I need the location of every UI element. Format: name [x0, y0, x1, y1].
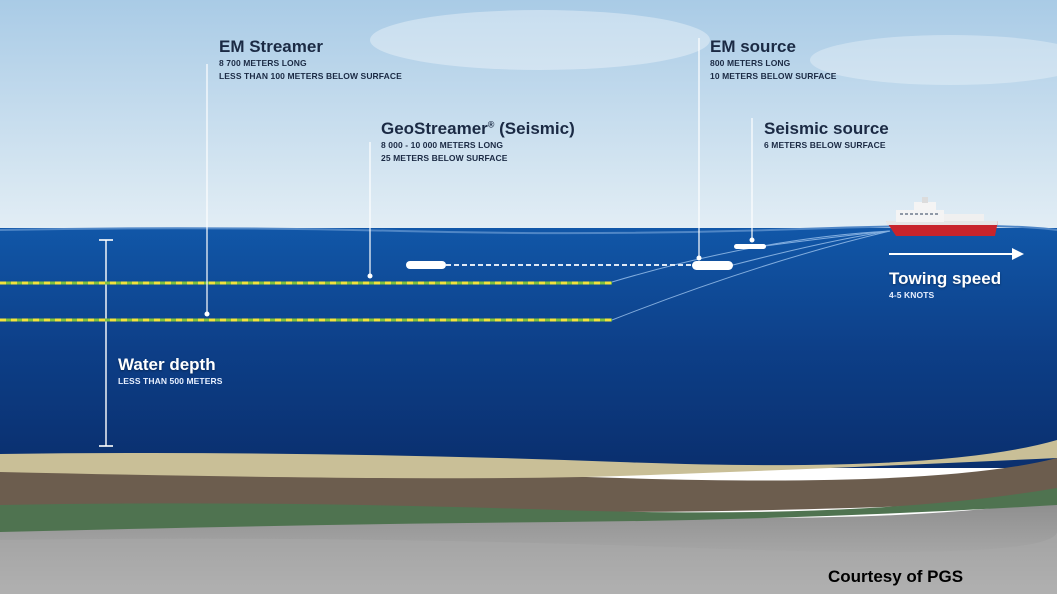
seismic-source-pointer-dot [749, 237, 755, 243]
em-streamer-label: EM Streamer 8 700 METERS LONG LESS THAN … [219, 37, 402, 83]
em-source-pointer-dot [696, 255, 702, 261]
em-source-depth: 10 METERS BELOW SURFACE [710, 71, 837, 81]
towing-direction-arrow-head [1012, 248, 1024, 260]
registered-mark: ® [487, 119, 495, 130]
seismic-source-label: Seismic source 6 METERS BELOW SURFACE [764, 119, 889, 152]
sky [0, 0, 1057, 232]
towing-speed-value: 4-5 KNOTS [889, 290, 935, 300]
geostreamer-title-name: GeoStreamer [381, 119, 488, 138]
seismic-source-float [734, 244, 766, 249]
geostreamer-title-suffix: (Seismic) [494, 119, 575, 138]
tow-cables [611, 230, 891, 321]
cloud [810, 35, 1057, 85]
towing-speed-label: Towing speed 4-5 KNOTS [889, 269, 1001, 302]
em-source-length: 800 METERS LONG [710, 58, 791, 68]
geostreamer-title: GeoStreamer® (Seismic) [381, 119, 575, 139]
geostreamer-length: 8 000 - 10 000 METERS LONG [381, 140, 504, 150]
towing-speed-title: Towing speed [889, 269, 1002, 288]
em-streamer-length: 8 700 METERS LONG [219, 58, 307, 68]
sea [0, 228, 1057, 468]
em-source-title: EM source [710, 37, 796, 56]
seismic-source-depth: 6 METERS BELOW SURFACE [764, 140, 886, 150]
em-source-label: EM source 800 METERS LONG 10 METERS BELO… [710, 37, 837, 83]
survey-vessel [886, 197, 998, 236]
seabed-layer-green [0, 488, 1057, 532]
cloud [370, 10, 710, 70]
seabed-surface [0, 440, 1057, 479]
em-source-float-left [406, 261, 446, 269]
em-source-float-right [692, 261, 733, 270]
water-depth-title: Water depth [118, 355, 216, 374]
water-depth-value: LESS THAN 500 METERS [118, 376, 223, 386]
geostreamer-label: GeoStreamer® (Seismic) 8 000 - 10 000 ME… [381, 119, 575, 165]
image-credit: Courtesy of PGS [828, 567, 964, 586]
em-streamer-title: EM Streamer [219, 37, 323, 56]
em-streamer-pointer-dot [204, 311, 210, 317]
seismic-source-title: Seismic source [764, 119, 889, 138]
geostreamer-depth: 25 METERS BELOW SURFACE [381, 153, 508, 163]
seabed-light-rock [0, 532, 1057, 594]
water-depth-label: Water depth LESS THAN 500 METERS [118, 355, 223, 388]
geostreamer-pointer-dot [367, 273, 373, 279]
em-streamer-depth: LESS THAN 100 METERS BELOW SURFACE [219, 71, 402, 81]
